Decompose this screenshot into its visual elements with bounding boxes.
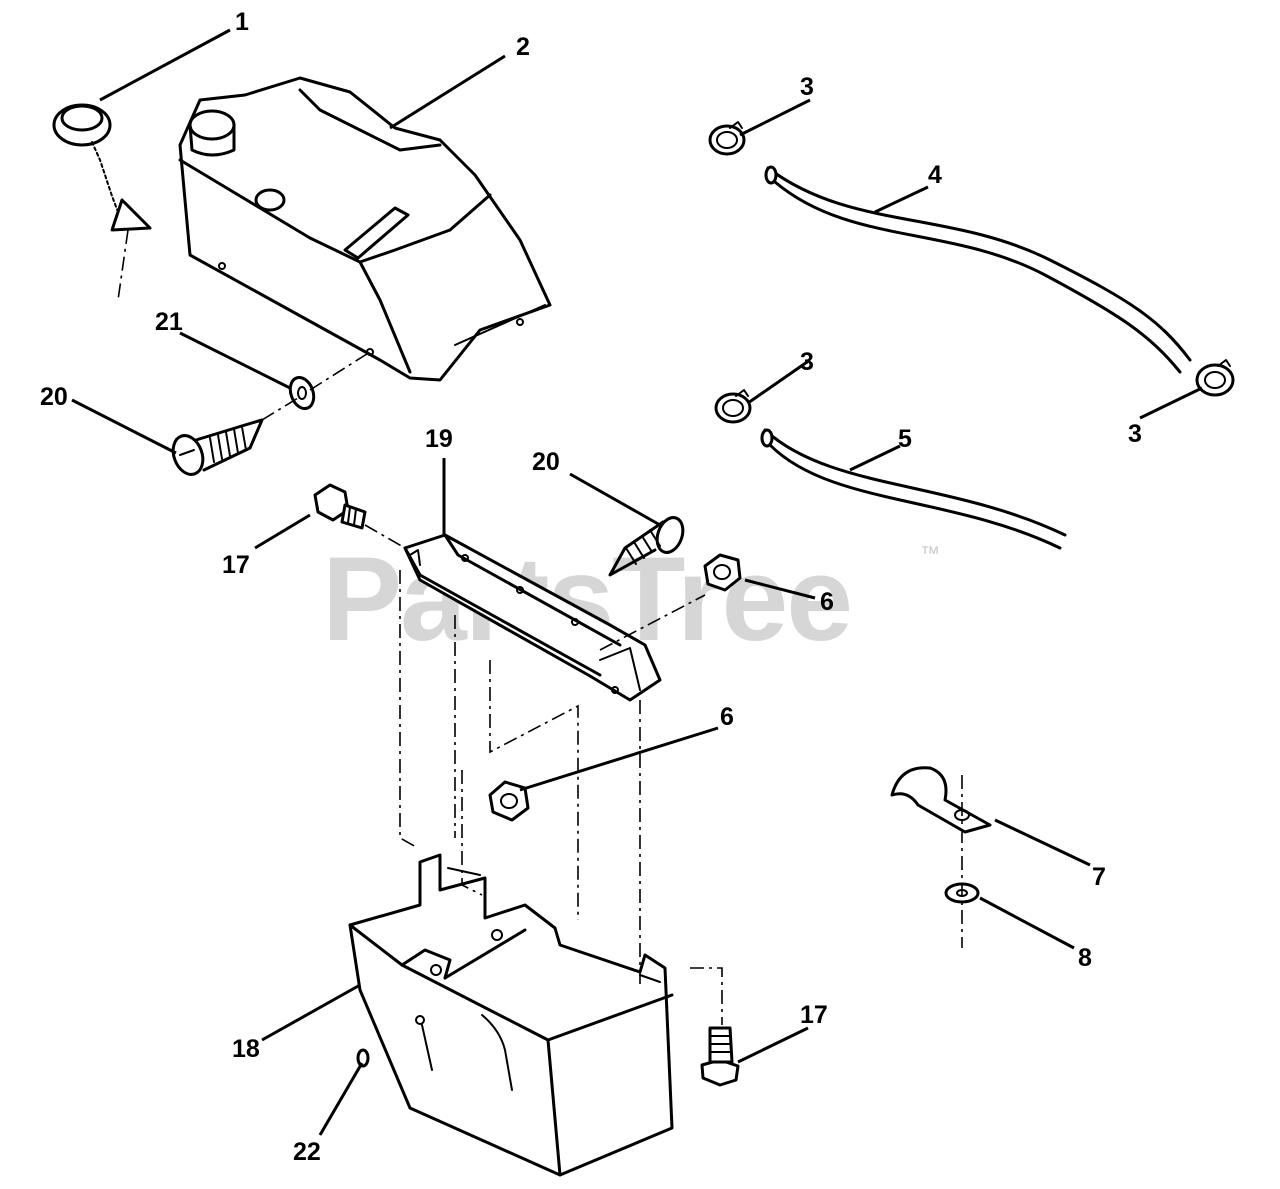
callout-18: 18 xyxy=(232,1035,260,1063)
callout-6-upper: 6 xyxy=(820,588,834,616)
watermark-trademark: ™ xyxy=(920,543,940,565)
callout-21: 21 xyxy=(155,308,183,336)
hex-nut-lower-part xyxy=(488,780,530,822)
callout-17-upper: 17 xyxy=(222,551,250,579)
callout-3-right: 3 xyxy=(1128,420,1142,448)
hose-clip-part xyxy=(890,766,992,834)
callout-3-top: 3 xyxy=(800,73,814,101)
callout-3-middle: 3 xyxy=(800,348,814,376)
fuel-hose-short-part xyxy=(760,428,1067,550)
fuel-cap-part xyxy=(52,103,152,232)
hose-clamp-right xyxy=(1195,359,1235,397)
hose-clamp-middle-left xyxy=(714,389,752,424)
callout-19: 19 xyxy=(425,425,453,453)
callout-1: 1 xyxy=(235,8,249,36)
bolt-upper-part xyxy=(313,483,367,530)
washer-part xyxy=(288,376,316,410)
callout-17-lower: 17 xyxy=(800,1001,828,1029)
fuel-hose-long-part xyxy=(764,165,1192,374)
callout-4: 4 xyxy=(928,161,942,189)
callout-6-lower: 6 xyxy=(720,703,734,731)
screw-center-part xyxy=(608,516,685,577)
assembly-lines xyxy=(117,229,963,1025)
battery-box-part xyxy=(348,853,674,1177)
hex-nut-upper-part xyxy=(703,553,742,592)
callout-2: 2 xyxy=(516,33,530,61)
small-screw-part xyxy=(356,1048,370,1068)
fuel-tank-part xyxy=(178,76,552,382)
callout-22: 22 xyxy=(293,1138,321,1166)
bracket-bar-part xyxy=(403,533,662,702)
callout-20-left: 20 xyxy=(40,383,68,411)
callout-numbers: 1 2 3 4 3 3 5 21 20 19 20 17 6 6 7 8 17 … xyxy=(40,8,1142,1166)
hose-clamp-top-left xyxy=(708,121,746,156)
screw-left-part xyxy=(171,418,264,476)
bolt-lower-part xyxy=(700,1026,740,1087)
callout-7: 7 xyxy=(1092,863,1106,891)
callout-8: 8 xyxy=(1078,944,1092,972)
callout-20-center: 20 xyxy=(532,448,560,476)
leader-lines xyxy=(71,28,1203,1136)
callout-5: 5 xyxy=(898,425,912,453)
